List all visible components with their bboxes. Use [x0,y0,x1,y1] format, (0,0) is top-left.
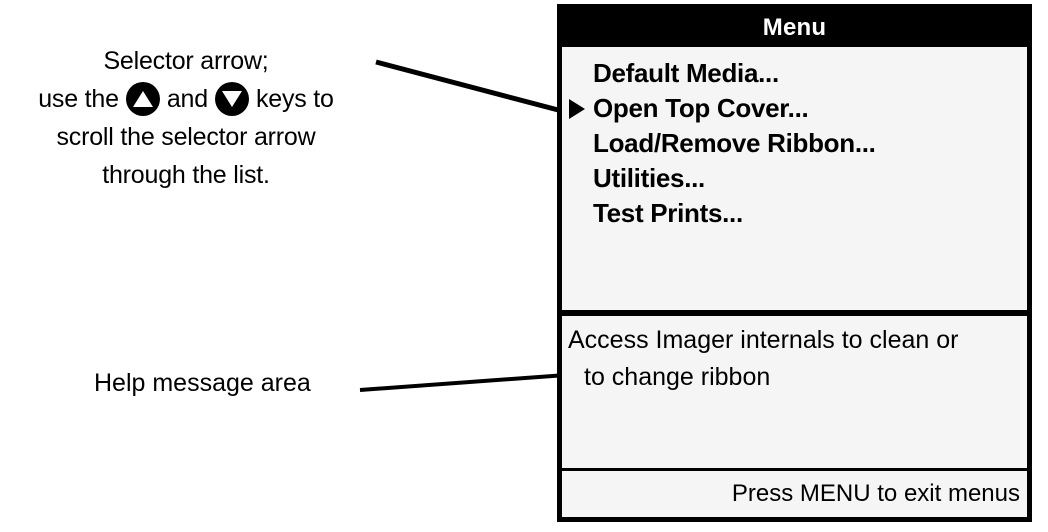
status-text: Press MENU to exit menus [731,480,1020,507]
menu-item-label: Default Media... [593,58,779,88]
status-bar: Press MENU to exit menus [562,471,1027,517]
help-message-line-1: Access Imager internals to clean or [568,326,959,354]
selector-note-line-2-post: keys to [255,85,334,113]
leader-line-help [359,372,581,392]
menu-item-open-top-cover[interactable]: Open Top Cover... [562,91,1027,126]
help-message-area: Access Imager internals to clean or to c… [562,314,1027,471]
menu-item-label: Utilities... [593,163,705,193]
triangle-down-icon [214,82,249,116]
selector-note-line-4: through the list. [102,161,270,189]
help-area-annotation: Help message area [94,369,311,397]
menu-list[interactable]: Default Media... Open Top Cover... Load/… [562,47,1027,314]
lcd-display-panel: Menu Default Media... Open Top Cover... … [557,4,1032,522]
selector-arrow-annotation: Selector arrow; use the and keys to scro… [0,42,372,194]
selector-arrow-icon [569,98,585,119]
leader-line-selector [375,59,563,114]
selector-note-line-2: use the and keys to [0,80,372,118]
menu-item-load-remove-ribbon[interactable]: Load/Remove Ribbon... [562,126,1027,161]
lcd-title-bar: Menu [562,9,1027,47]
menu-item-label: Test Prints... [593,198,743,228]
triangle-up-icon [125,82,160,116]
menu-item-default-media[interactable]: Default Media... [562,56,1027,91]
selector-note-line-1: Selector arrow; [103,47,269,75]
help-message-line-2: to change ribbon [584,363,771,391]
menu-item-test-prints[interactable]: Test Prints... [562,196,1027,231]
page-title: Menu [762,14,827,41]
menu-item-utilities[interactable]: Utilities... [562,161,1027,196]
selector-note-line-2-mid: and [166,85,208,113]
menu-item-label: Load/Remove Ribbon... [593,128,876,158]
selector-note-line-2-pre: use the [38,85,119,113]
menu-item-label: Open Top Cover... [593,93,809,123]
selector-note-line-3: scroll the selector arrow [56,123,316,151]
